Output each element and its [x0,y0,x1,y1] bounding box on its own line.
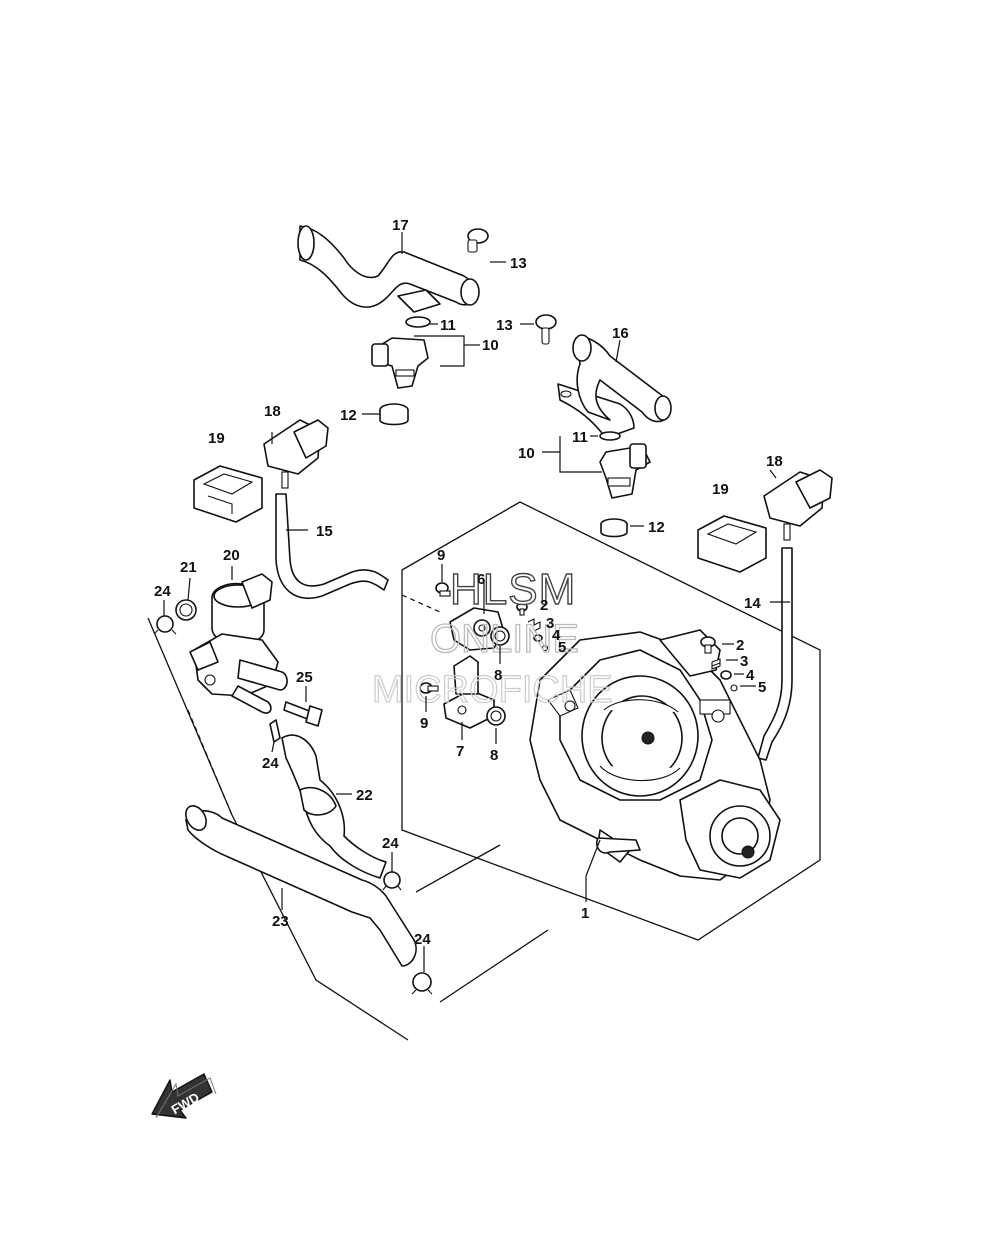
hose-14[interactable] [757,547,793,761]
cover-19-left[interactable] [193,465,263,523]
callout-15: 15 [316,523,333,540]
screw-13-top[interactable] [467,228,489,253]
fuel-delivery-pipe-right[interactable] [557,334,672,439]
fuel-injector-10-left[interactable] [371,337,429,389]
ball-5-right[interactable] [730,684,738,692]
screw-9-lower[interactable] [419,682,439,694]
callout-4: 4 [746,667,755,684]
callout-25: 25 [296,669,313,686]
leader-lines [163,232,790,972]
callout-8: 8 [494,667,502,684]
callout-14: 14 [744,595,761,612]
clamp-24-c[interactable] [382,871,402,891]
spring-3-upper[interactable] [527,618,541,632]
valve-20[interactable] [189,573,288,714]
callout-2: 2 [736,637,744,654]
watermark: HLSM ONLINE MICROFICHE [371,564,613,711]
hose-15[interactable] [275,493,389,599]
callout-1: 1 [581,905,589,922]
ball-5-upper[interactable] [541,644,549,652]
callout-3: 3 [546,615,554,632]
callout-9: 9 [437,547,445,564]
screw-2-upper[interactable] [516,602,528,616]
callout-8: 8 [490,747,498,764]
o-ring-11-right[interactable] [599,431,621,441]
clamp-24-a[interactable] [153,615,177,635]
screw-9-upper[interactable] [435,582,451,597]
spring-3-right[interactable] [711,658,721,670]
callout-17: 17 [392,217,409,234]
callout-12: 12 [340,407,357,424]
sensor-18-right[interactable] [763,469,833,541]
callout-21: 21 [180,559,197,576]
cover-19-right[interactable] [697,515,767,573]
callout-18: 18 [766,453,783,470]
clamp-24-b[interactable] [269,719,281,743]
sensor-7[interactable] [443,655,495,729]
washer-4-right[interactable] [720,670,732,680]
callout-11: 11 [440,317,456,334]
callout-10: 10 [518,445,535,462]
callout-18: 18 [264,403,281,420]
callout-24: 24 [262,755,279,772]
bolt-25[interactable] [283,701,323,727]
fwd-arrow-icon: FWD [151,1073,217,1119]
callout-3: 3 [740,653,748,670]
callout-24: 24 [414,931,431,948]
seal-12-left[interactable] [379,403,409,426]
o-ring-8-lower[interactable] [486,706,506,726]
watermark-line1: HLSM [450,565,576,614]
hose-23[interactable] [182,802,417,967]
callouts: 17 13 11 10 12 13 16 11 10 12 18 19 18 1… [154,217,783,948]
callout-10: 10 [482,337,499,354]
callout-24: 24 [154,583,171,600]
callout-5: 5 [758,679,766,696]
callout-13: 13 [496,317,513,334]
watermark-line2: ONLINE [430,617,579,661]
o-ring-21[interactable] [175,599,197,621]
callout-13: 13 [510,255,527,272]
callout-6: 6 [477,571,485,588]
o-ring-11-left[interactable] [405,316,431,328]
callout-4: 4 [552,627,561,644]
throttle-body-1[interactable] [529,629,781,881]
fuel-delivery-pipe-top[interactable] [297,225,480,313]
callout-9: 9 [420,715,428,732]
screw-2-right[interactable] [700,636,716,654]
callout-7: 7 [456,743,464,760]
washer-4-upper[interactable] [533,634,543,642]
callout-2: 2 [540,597,548,614]
callout-16: 16 [612,325,629,342]
clamp-24-d[interactable] [411,972,433,995]
callout-11: 11 [572,429,588,446]
fuel-injector-10-right[interactable] [599,443,651,499]
seal-12-right[interactable] [600,518,628,538]
watermark-line3: MICROFICHE [372,669,613,711]
callout-22: 22 [356,787,373,804]
hose-22[interactable] [281,734,387,879]
callout-19: 19 [712,481,729,498]
callout-5: 5 [558,639,566,656]
o-ring-8-upper[interactable] [490,626,510,646]
assembly-frame [147,501,821,1041]
sensor-18-left[interactable] [263,419,329,489]
callout-23: 23 [272,913,289,930]
callout-19: 19 [208,430,225,447]
callout-24: 24 [382,835,399,852]
sensor-6[interactable] [449,607,505,651]
callout-20: 20 [223,547,240,564]
screw-13-middle[interactable] [535,314,557,345]
callout-12: 12 [648,519,665,536]
